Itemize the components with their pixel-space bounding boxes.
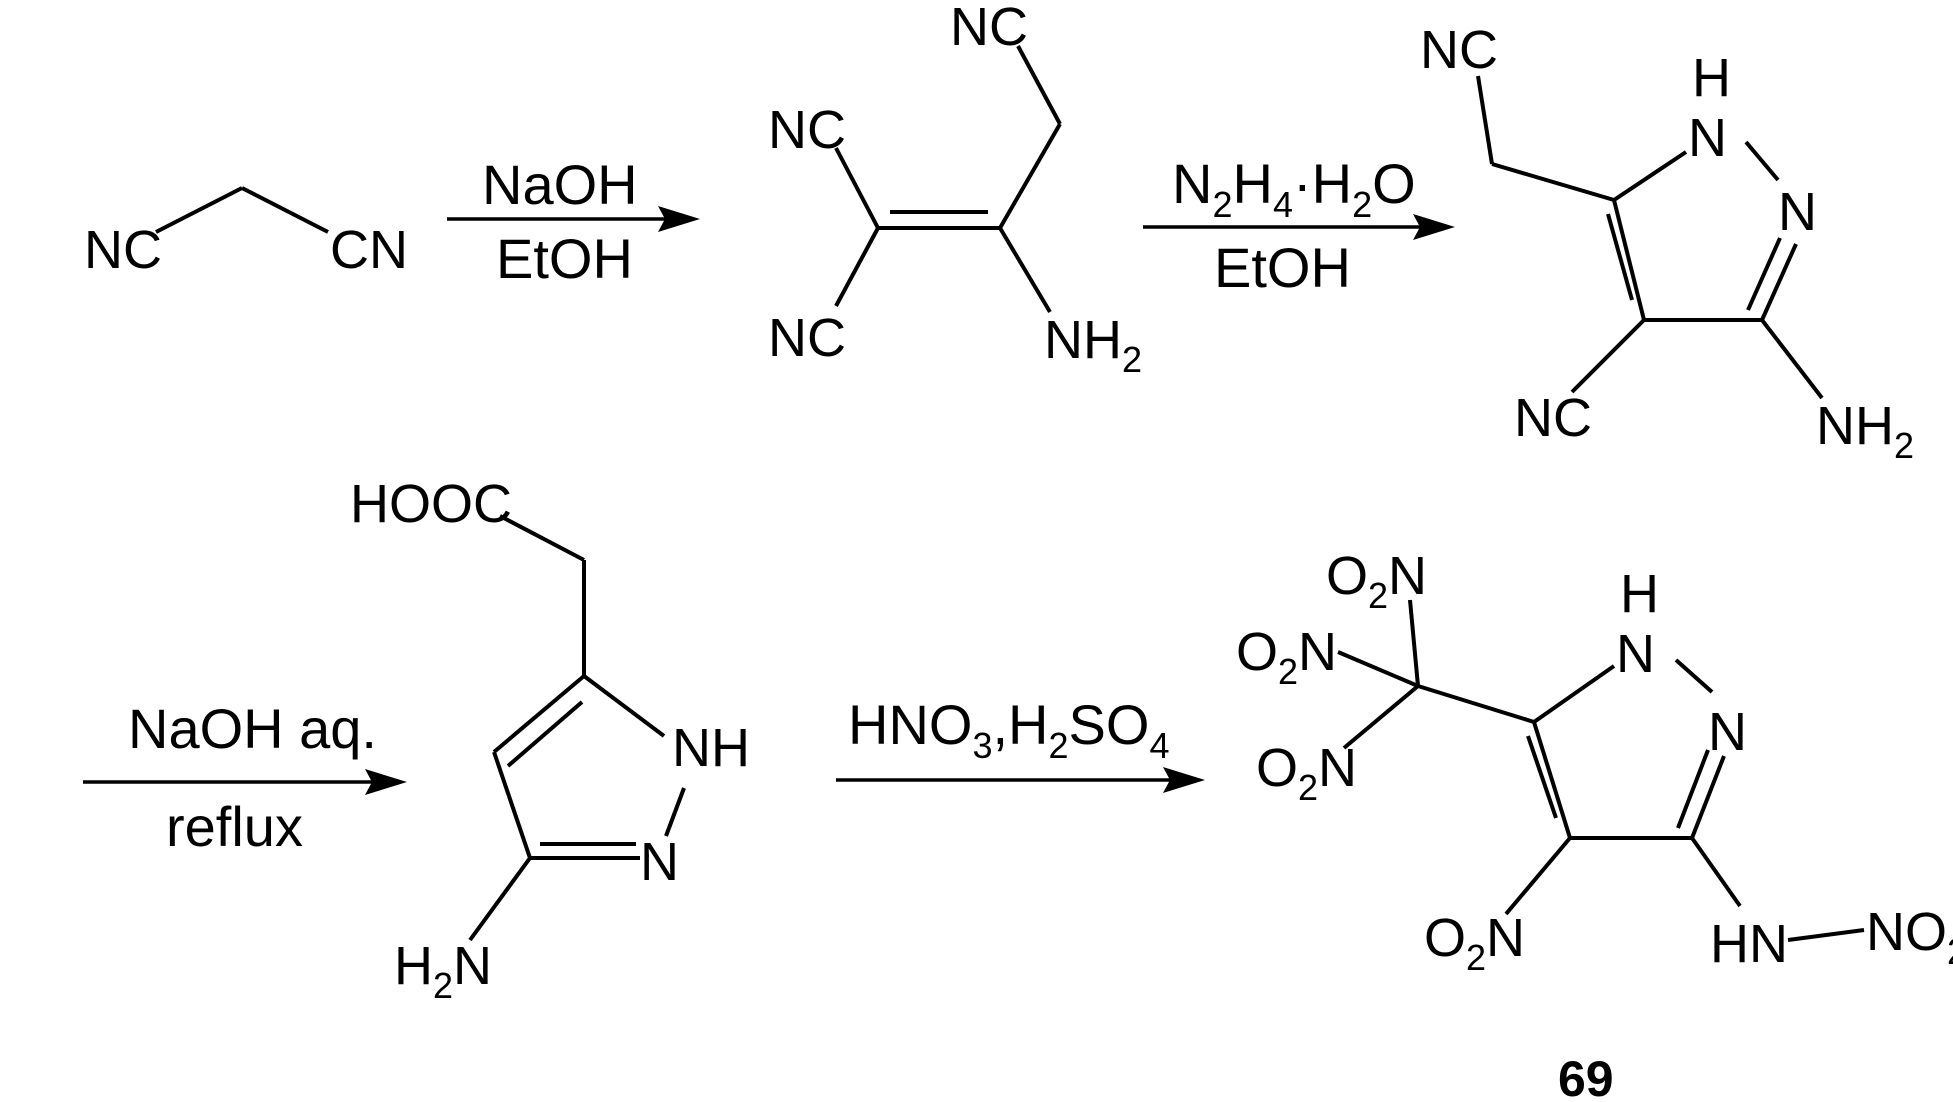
amine-label: H2N — [394, 936, 492, 1006]
nitrile-label: NC — [950, 0, 1028, 57]
reaction-arrow-step3: NaOH aq. reflux — [83, 697, 407, 858]
nitrile-label-left: NC — [84, 220, 162, 280]
nitrile-label: NC — [768, 308, 846, 368]
ring-bond — [492, 674, 586, 754]
hydrogen-label: H — [1620, 564, 1659, 624]
bond — [155, 186, 243, 234]
ring-nitrogen-label: N — [1778, 182, 1817, 242]
bond — [241, 186, 329, 234]
bond — [834, 147, 880, 229]
bond — [1408, 599, 1420, 687]
bond — [1787, 928, 1865, 942]
bond — [1760, 318, 1824, 400]
ring-bond — [664, 787, 686, 837]
bond — [1337, 650, 1419, 688]
ring-nitrogen-label: N — [1708, 702, 1747, 762]
aminopyrazole-carbonitrile: NC H N N NC NH2 — [1420, 20, 1914, 466]
aminopyrazole-acetic-acid: HOOC NH N H2N — [350, 474, 750, 1006]
ring-double-inner — [1676, 749, 1710, 829]
ring-bond — [1612, 199, 1646, 321]
nitrile-label: NC — [1420, 20, 1498, 80]
bond — [1690, 836, 1742, 908]
ring-bond — [1760, 243, 1798, 321]
malononitrile-dimer: NC NC NC NH2 — [768, 0, 1142, 380]
bond — [998, 226, 1052, 314]
nitro-label: O2N — [1256, 738, 1357, 808]
ring-bond — [1532, 721, 1572, 839]
nitro-label: O2N — [1326, 546, 1427, 616]
reagent-above: HNO3,H2SO4 — [848, 693, 1169, 766]
reagent-below: reflux — [166, 795, 303, 858]
ring-double-inner — [1526, 735, 1558, 819]
arrow-head — [365, 769, 407, 795]
arrow-head — [1413, 214, 1455, 240]
hydrogen-label: H — [1692, 48, 1731, 108]
amine-label: NH2 — [1816, 396, 1914, 466]
ring-bond — [1532, 664, 1616, 724]
reagent-below: EtOH — [1214, 236, 1351, 299]
bond — [998, 123, 1062, 229]
bond — [1476, 75, 1494, 165]
nitramine-nh-label: HN — [1710, 914, 1788, 974]
bond — [1016, 45, 1062, 125]
ring-bond — [1612, 150, 1688, 202]
reaction-arrow-step4: HNO3,H2SO4 — [836, 693, 1205, 793]
ring-nh-label: NH — [672, 718, 750, 778]
ring-double-inner — [506, 700, 584, 768]
bond — [1504, 836, 1572, 916]
bond — [499, 514, 585, 562]
ring-nitrogen-label: N — [640, 832, 679, 892]
ring-nitrogen-label: N — [1688, 108, 1727, 168]
reaction-arrow-step1: NaOH EtOH — [447, 153, 700, 290]
ring-bond — [1744, 140, 1780, 182]
bond — [1417, 684, 1535, 724]
bond — [1491, 162, 1615, 202]
bond — [834, 227, 880, 307]
reagent-below: EtOH — [496, 227, 633, 290]
nitro-label: O2N — [1424, 908, 1525, 978]
ring-double-inner — [1746, 237, 1782, 311]
compound-number: 69 — [1558, 1051, 1614, 1102]
ring-nitrogen-label: N — [1616, 624, 1655, 684]
reagent-above: NaOH aq. — [128, 697, 377, 760]
malononitrile: NC CN — [84, 186, 408, 280]
ring-bond — [1674, 658, 1714, 694]
bond — [468, 856, 532, 942]
nitrile-label-right: CN — [330, 220, 408, 280]
reagent-above: NaOH — [482, 153, 638, 216]
reaction-arrow-step2: N2H4·H2O EtOH — [1143, 152, 1455, 299]
ring-bond — [492, 751, 532, 859]
arrow-head — [1163, 767, 1205, 793]
carboxylic-acid-label: HOOC — [350, 474, 512, 534]
ring-double-inner — [1606, 213, 1634, 301]
nitrile-label: NC — [768, 100, 846, 160]
arrow-head — [658, 206, 700, 232]
amine-label: NH2 — [1044, 310, 1142, 380]
reagent-above: N2H4·H2O — [1172, 152, 1416, 225]
ring-bond — [1690, 755, 1726, 839]
nitrile-label: NC — [1514, 388, 1592, 448]
bond — [1570, 318, 1646, 394]
product-69: O2N O2N O2N H N N O2N HN NO2 69 — [1236, 546, 1953, 1102]
nitro-label: O2N — [1236, 622, 1337, 692]
ring-bond — [582, 674, 666, 738]
nitro-label: NO2 — [1866, 902, 1953, 972]
bond — [1342, 684, 1420, 750]
